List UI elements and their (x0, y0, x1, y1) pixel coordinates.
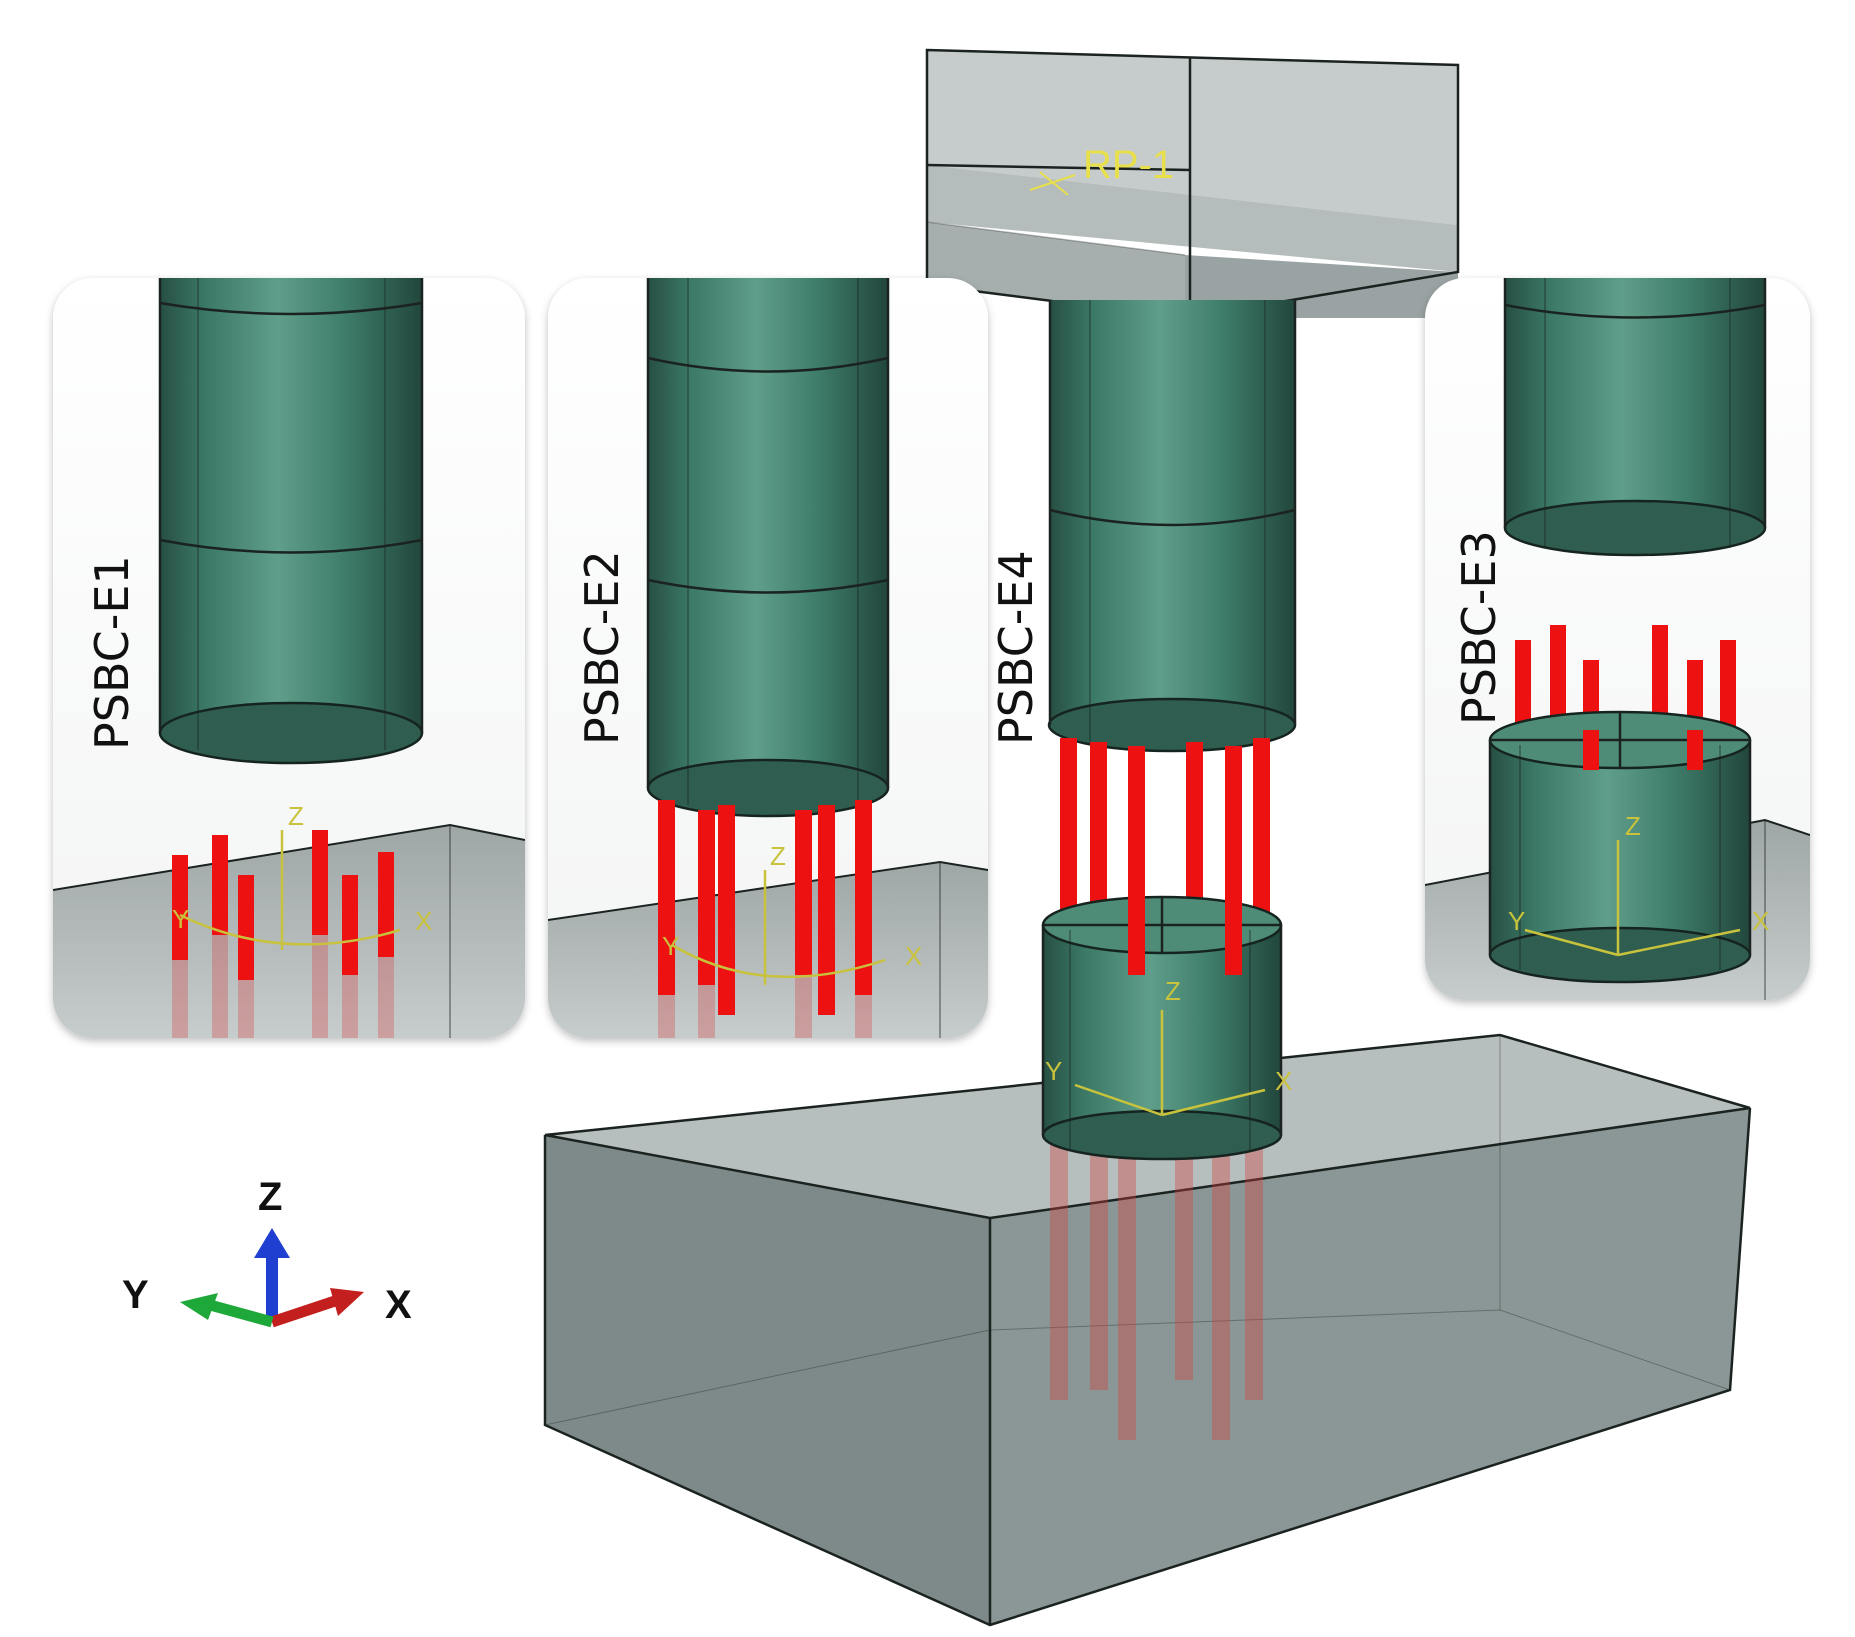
panel-label-e2: PSBC-E2 (575, 550, 629, 745)
panel-e3-csys-x: X (1752, 906, 1769, 936)
main-csys-x: X (1275, 1066, 1292, 1096)
panel-label-e1: PSBC-E1 (85, 555, 139, 750)
panel-e2-csys-z: Z (770, 841, 786, 871)
main-csys-y: Y (1045, 1056, 1062, 1086)
loading-cap: RP-1 (925, 48, 1460, 320)
main-csys-z: Z (1165, 976, 1181, 1006)
triad-x-label: X (385, 1283, 412, 1327)
panel-e2-csys-x: X (905, 941, 922, 971)
embedded-piles (1050, 1130, 1263, 1440)
panel-e3-csys-y: Y (1508, 906, 1525, 936)
panel-psbc-e3: Z X Y PSBC-E3 (1425, 278, 1810, 1000)
soil-block (543, 1033, 1752, 1627)
triad-z-label: Z (258, 1175, 282, 1219)
panel-e3-csys-z: Z (1625, 811, 1641, 841)
panel-e3-csys: Z X Y (1508, 811, 1769, 957)
main-column-upper (1047, 300, 1297, 753)
panel-e1-csys: Z X Y (172, 801, 432, 950)
panel-label-e4: PSBC-E4 (989, 550, 1043, 745)
main-model: RP-1 (543, 48, 1752, 1627)
panel-e2-csys-y: Y (662, 931, 679, 961)
triad-y-label: Y (122, 1273, 149, 1317)
panel-e1-csys-x: X (415, 906, 432, 936)
panel-psbc-e2: Z X Y PSBC-E2 (548, 278, 988, 1038)
panel-e2-piles (658, 800, 872, 1015)
main-local-csys: Z X Y (1045, 976, 1292, 1117)
panel-e1-csys-y: Y (172, 904, 189, 934)
main-piles (1060, 738, 1270, 976)
panel-label-e3: PSBC-E3 (1452, 530, 1506, 725)
panel-psbc-e1: Z X Y PSBC-E1 (53, 278, 525, 1038)
global-axis-triad: Z Y X (122, 1175, 412, 1328)
panel-e2-csys: Z X Y (662, 841, 922, 985)
panel-e1-piles (172, 830, 394, 980)
reference-point-label: RP-1 (1083, 143, 1174, 187)
panel-e1-csys-z: Z (288, 801, 304, 831)
